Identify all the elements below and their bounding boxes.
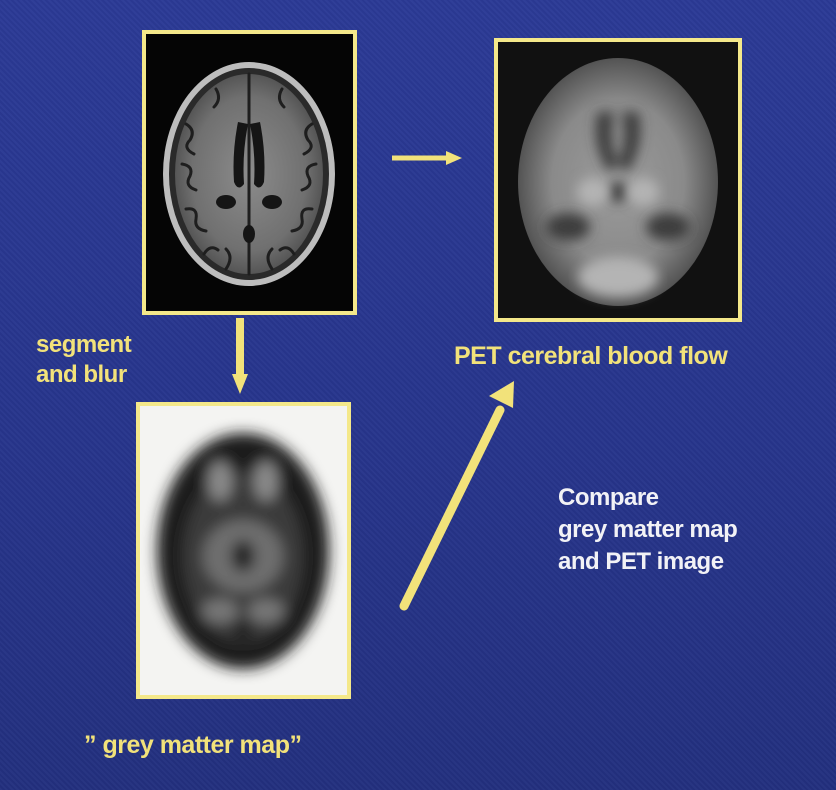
pet-brain-image (498, 42, 738, 318)
compare-line2: grey matter map (558, 514, 737, 546)
grey-matter-caption: ” grey matter map” (84, 731, 301, 760)
segment-label-line2: and blur (36, 360, 131, 390)
pet-caption: PET cerebral blood flow (454, 342, 727, 371)
arrow-grey-matter-to-pet (404, 381, 514, 606)
grey-matter-brain-image (140, 406, 347, 695)
segment-label-line1: segment (36, 330, 131, 360)
compare-line1: Compare (558, 482, 737, 514)
mri-brain-image (146, 34, 353, 311)
pet-image-panel (494, 38, 742, 322)
grey-matter-image-panel (136, 402, 351, 699)
arrow-mri-to-grey-matter (232, 318, 248, 394)
compare-note: Compare grey matter map and PET image (558, 482, 737, 578)
compare-line3: and PET image (558, 546, 737, 578)
segment-and-blur-label: segment and blur (36, 330, 131, 390)
mri-image-panel (142, 30, 357, 315)
arrow-mri-to-pet (392, 151, 462, 165)
